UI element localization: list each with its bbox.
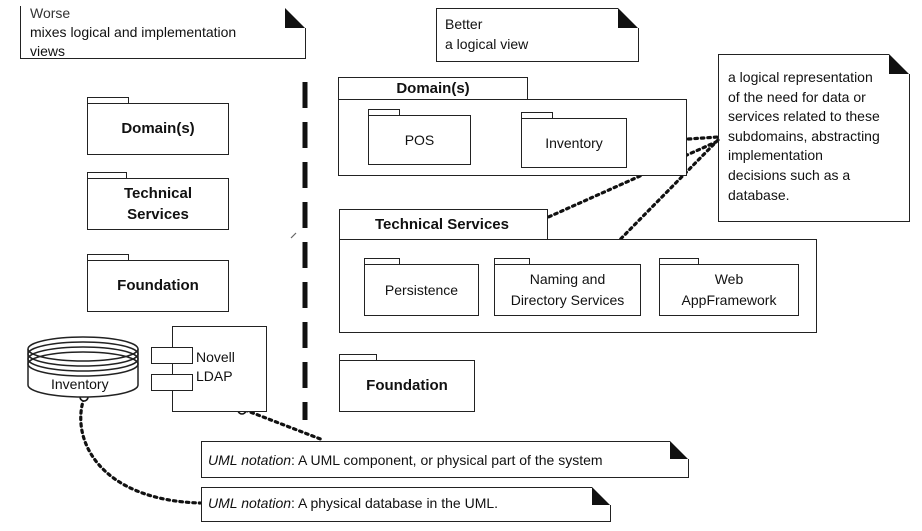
note-fold-uml-database bbox=[592, 487, 610, 505]
note-logical-edge bbox=[909, 74, 910, 222]
right-foundation-label: Foundation bbox=[366, 377, 448, 394]
left-foundation-label: Foundation bbox=[117, 277, 199, 294]
right-foundation-tab bbox=[339, 354, 377, 361]
inventory-package: Inventory bbox=[521, 118, 627, 168]
left-techservices-package: Technical Services bbox=[87, 178, 229, 230]
note-fold-uml-component bbox=[670, 441, 688, 459]
ldap-label-1: Novell bbox=[196, 349, 235, 365]
right-domains-tab: Domain(s) bbox=[338, 77, 528, 100]
note-uml-database-italic: UML notation bbox=[208, 495, 292, 511]
note-better-edge bbox=[638, 28, 639, 62]
pencil-cursor-icon bbox=[290, 232, 297, 239]
left-techservices-tab bbox=[87, 172, 127, 179]
note-logical-text: a logical representation of the need for… bbox=[728, 68, 880, 205]
pos-package: POS bbox=[368, 115, 471, 165]
note-uml-database-rest: : A physical database in the UML. bbox=[291, 495, 499, 511]
note-fold-better bbox=[618, 8, 638, 28]
note-uml-database-top bbox=[201, 487, 592, 488]
note-better bbox=[436, 8, 639, 62]
note-uml-database-text: UML notation: A physical database in the… bbox=[208, 495, 498, 511]
database-cylinder-icon bbox=[27, 336, 139, 398]
right-techservices-tab: Technical Services bbox=[339, 209, 548, 240]
webframework-label-1: Web bbox=[714, 271, 744, 287]
note-uml-component-rest: : A UML component, or physical part of t… bbox=[291, 452, 603, 468]
connector-database-note bbox=[79, 396, 202, 505]
pos-tab bbox=[368, 109, 400, 116]
note-fold-worse bbox=[285, 8, 305, 28]
ldap-component-port-bottom bbox=[151, 374, 193, 391]
inventory-tab bbox=[521, 112, 553, 119]
note-uml-component bbox=[201, 441, 689, 478]
persistence-label: Persistence bbox=[384, 282, 459, 298]
note-logical-rep bbox=[718, 54, 910, 222]
inventory-label: Inventory bbox=[545, 135, 603, 151]
note-worse-line2: mixes logical and implementation bbox=[30, 24, 237, 40]
note-logical-line: implementation bbox=[728, 147, 823, 164]
webframework-package: Web AppFramework bbox=[659, 264, 799, 316]
persistence-tab bbox=[364, 258, 400, 265]
note-worse-line1: Worse bbox=[30, 5, 71, 21]
note-better-line1: Better bbox=[445, 16, 483, 32]
naming-package: Naming and Directory Services bbox=[494, 264, 641, 316]
left-domains-label: Domain(s) bbox=[121, 120, 195, 137]
note-uml-database-edge bbox=[610, 505, 611, 522]
left-techservices-label-1: Technical bbox=[123, 185, 193, 202]
ldap-label-2: LDAP bbox=[196, 368, 233, 384]
right-techservices-title: Technical Services bbox=[375, 216, 509, 233]
note-logical-top bbox=[718, 54, 889, 55]
naming-label-2: Directory Services bbox=[510, 292, 625, 308]
ldap-component-port-top bbox=[151, 347, 193, 364]
database-label: Inventory bbox=[51, 376, 109, 392]
right-foundation-package: Foundation bbox=[339, 360, 475, 412]
note-uml-component-top bbox=[201, 441, 670, 442]
left-foundation-package: Foundation bbox=[87, 260, 229, 312]
note-fold-logical bbox=[889, 54, 909, 74]
note-logical-line: of the need for data or bbox=[728, 88, 866, 105]
note-worse-edge bbox=[305, 28, 306, 59]
note-logical-line: services related to these bbox=[728, 108, 880, 125]
note-logical-line: decisions such as a bbox=[728, 166, 851, 183]
note-logical-line: a logical representation bbox=[728, 69, 873, 85]
naming-tab bbox=[494, 258, 530, 265]
right-domains-title: Domain(s) bbox=[396, 80, 470, 97]
ldap-component bbox=[172, 326, 267, 412]
left-domains-package: Domain(s) bbox=[87, 103, 229, 155]
note-worse-line3: views bbox=[30, 43, 66, 57]
note-uml-database bbox=[201, 487, 611, 522]
left-techservices-label-2: Services bbox=[127, 206, 189, 223]
webframework-label-2: AppFramework bbox=[681, 292, 777, 308]
left-domains-tab bbox=[87, 97, 129, 104]
webframework-tab bbox=[659, 258, 699, 265]
naming-label-1: Naming and bbox=[529, 271, 606, 287]
note-logical-line: database. bbox=[728, 186, 790, 203]
note-uml-component-text: UML notation: A UML component, or physic… bbox=[208, 452, 603, 468]
note-better-top bbox=[436, 8, 618, 9]
pos-label: POS bbox=[404, 132, 435, 148]
note-uml-component-italic: UML notation bbox=[208, 452, 292, 468]
left-foundation-tab bbox=[87, 254, 129, 261]
note-logical-line: subdomains, abstracting bbox=[728, 127, 880, 144]
persistence-package: Persistence bbox=[364, 264, 479, 316]
note-better-line2: a logical view bbox=[445, 36, 529, 52]
connector-ldap-note bbox=[243, 408, 325, 442]
note-worse bbox=[20, 6, 306, 59]
note-uml-component-edge bbox=[688, 459, 689, 478]
